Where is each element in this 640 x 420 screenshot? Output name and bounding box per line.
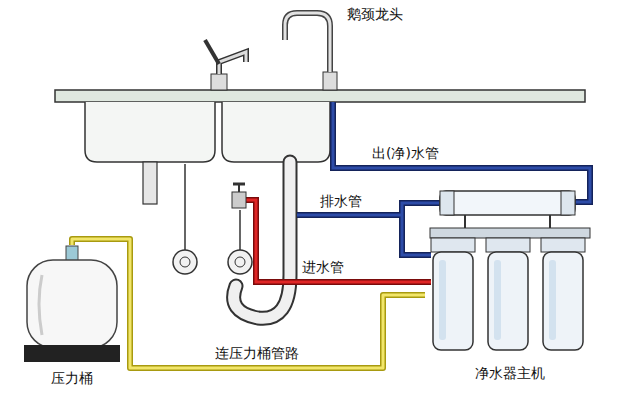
- purifier-unit-shape: [425, 178, 595, 358]
- inlet-pipe: [238, 200, 431, 282]
- pressure-tank-shape: [39, 275, 42, 335]
- node-label: 压力桶: [49, 370, 95, 387]
- sink-basins: [85, 102, 215, 162]
- purifier-unit-shape: [433, 252, 473, 350]
- inlet-pipe: [238, 200, 431, 282]
- inlet-pipe: [233, 183, 245, 186]
- mixer-faucet: [219, 52, 246, 74]
- pressure-tank-shape: [24, 345, 120, 362]
- mixer-faucet: [211, 74, 227, 90]
- pressure-tank-shape: [27, 260, 117, 348]
- pipe-label: 排水管: [318, 193, 364, 210]
- purifier-unit-shape: [549, 260, 556, 340]
- sink-basins: [222, 102, 330, 162]
- tank-pipe: [72, 239, 425, 368]
- purifier-unit-shape: [561, 191, 575, 215]
- drain-p-trap: [234, 162, 290, 318]
- purifier-unit-shape: [464, 215, 466, 228]
- pressure-tank: 压力桶: [22, 245, 122, 363]
- purifier-unit-shape: [440, 191, 575, 215]
- faucet-label: 鹅颈龙头: [345, 6, 405, 23]
- purifier-unit-shape: [488, 252, 528, 350]
- purifier-unit-shape: [431, 238, 475, 252]
- countertop: [55, 90, 585, 102]
- purifier-unit-shape: [430, 228, 590, 238]
- purifier-unit-shape: [494, 260, 501, 340]
- purifier-unit-shape: [440, 191, 454, 215]
- mixer-faucet: [205, 40, 219, 64]
- mixer-faucet: [205, 40, 246, 90]
- stopper-chains: [235, 257, 245, 267]
- inlet-pipe: [232, 184, 431, 282]
- inlet-pipe: [232, 192, 246, 208]
- pipe-label: 出(净)水管: [370, 145, 441, 162]
- gooseneck-faucet: [285, 13, 337, 90]
- drain-p-trap: [234, 162, 290, 318]
- sink-basins: [143, 162, 157, 204]
- countertop: [55, 90, 585, 102]
- gooseneck-faucet: [285, 13, 330, 72]
- pressure-tank-shape: [22, 245, 122, 363]
- tank-pipe: [72, 239, 425, 368]
- pipe-label: 进水管: [300, 259, 346, 276]
- gooseneck-faucet: [323, 72, 337, 90]
- drain-pipe: [297, 203, 440, 255]
- purifier-unit-shape: [549, 215, 551, 228]
- stopper-chains: [173, 164, 252, 274]
- mixer-faucet: [219, 52, 246, 74]
- drain-p-trap: [234, 162, 290, 318]
- gooseneck-faucet: [285, 13, 330, 72]
- purifier-unit-shape: [543, 252, 583, 350]
- drain-pipe: [297, 203, 440, 255]
- stopper-chains: [239, 210, 241, 250]
- outlet-pipe: [333, 102, 590, 202]
- pressure-tank-shape: [66, 246, 78, 261]
- node-label: 净水器主机: [473, 365, 547, 382]
- purifier-unit-shape: [439, 260, 446, 340]
- purifier-unit-shape: [486, 238, 530, 252]
- outlet-pipe: [333, 102, 590, 202]
- stopper-chains: [184, 164, 186, 250]
- outlet-pipe: [333, 102, 590, 202]
- pipe-label: 连压力桶管路: [213, 345, 301, 362]
- stopper-chains: [180, 257, 190, 267]
- tank-pipe: [72, 239, 425, 368]
- purifier-unit: 净水器主机: [425, 178, 595, 358]
- drain-pipe: [297, 203, 440, 255]
- stopper-chains: [228, 250, 252, 274]
- stopper-chains: [173, 250, 197, 274]
- purifier-unit-shape: [541, 238, 585, 252]
